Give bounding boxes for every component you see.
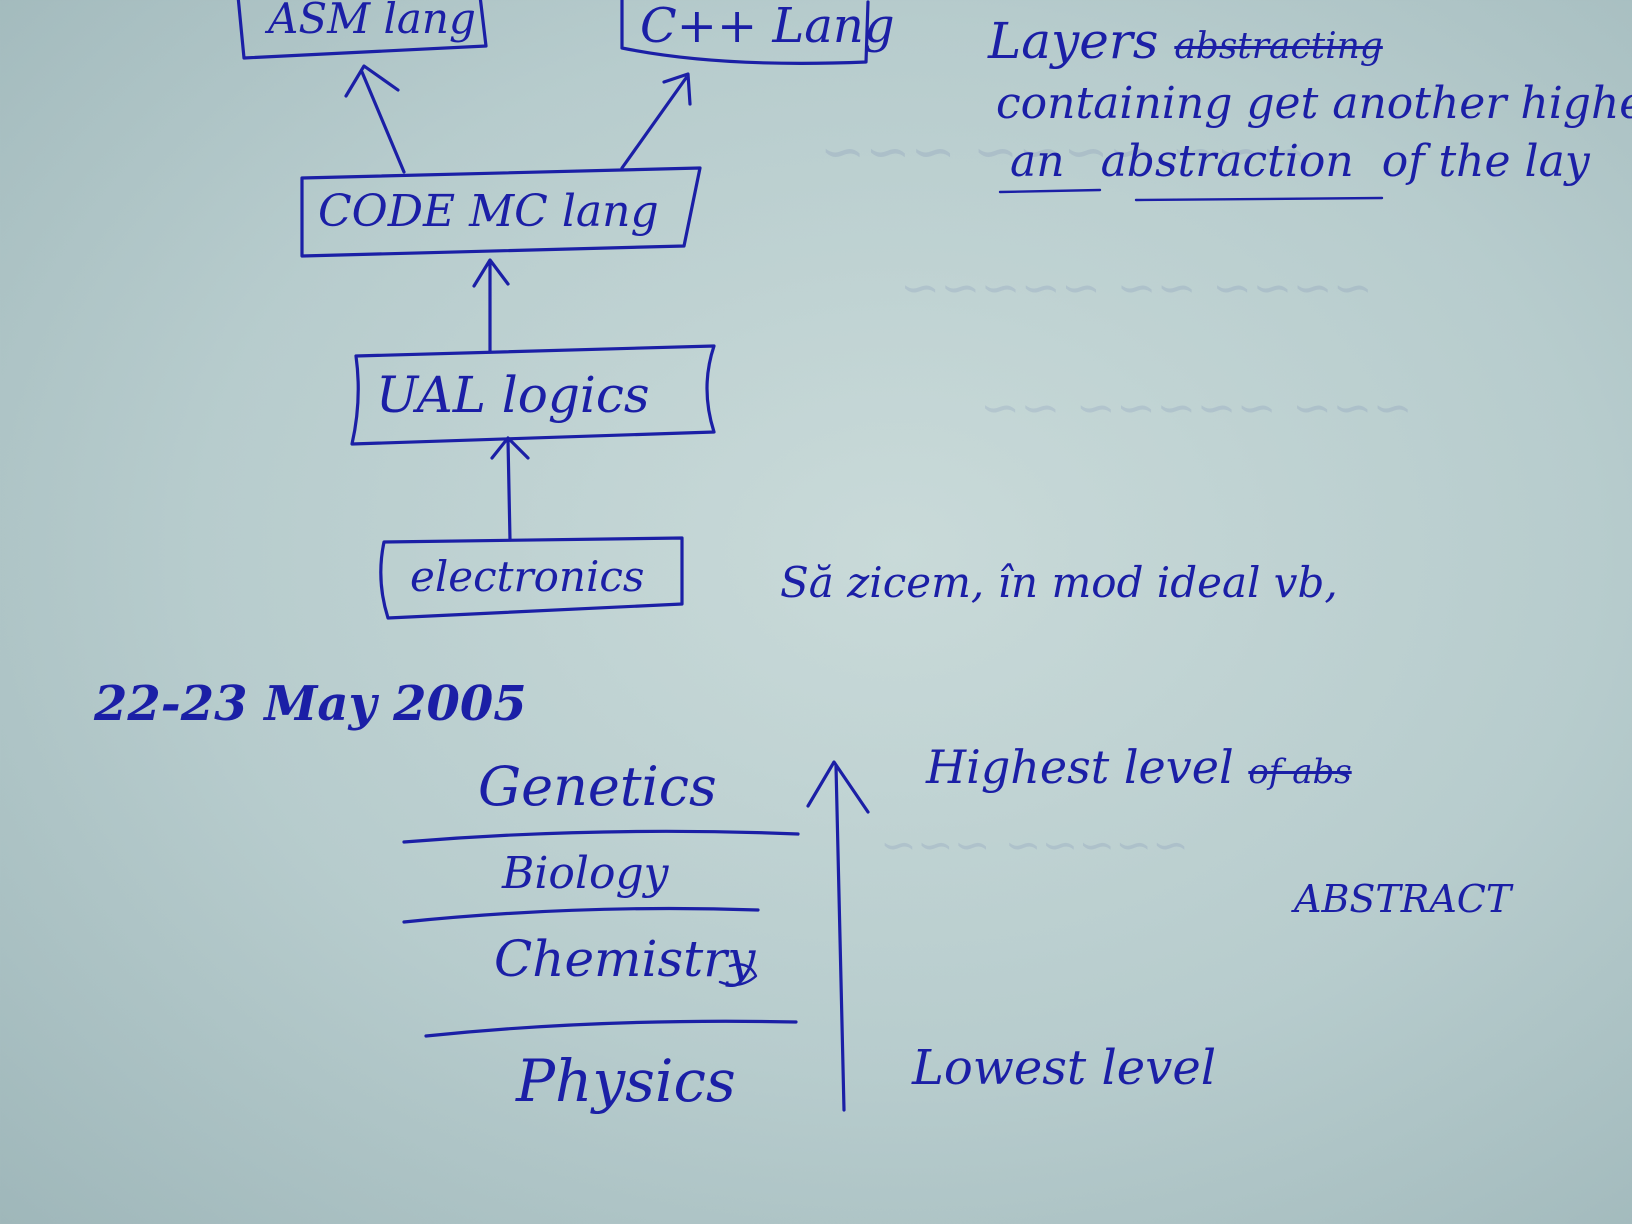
layer-biology: Biology	[502, 848, 669, 899]
notes-line2: containing get another higher	[996, 78, 1632, 129]
code-box	[300, 166, 702, 258]
arrow-code-to-cpp	[620, 72, 692, 170]
highest-level-text: Highest level	[926, 740, 1234, 794]
ual-box	[350, 344, 716, 446]
layer-chemistry: Chemistry	[494, 930, 756, 988]
abstract-label: ABSTRACT	[1294, 877, 1512, 921]
notes-layers-word: Layers	[988, 12, 1159, 70]
code-box-label: CODE MC lang	[318, 186, 659, 237]
abstraction-arrow	[806, 760, 870, 1112]
underline-abstraction	[1134, 196, 1384, 202]
notes-line1: Layers abstracting	[988, 16, 1383, 66]
highest-level-struck: of abs	[1248, 752, 1352, 792]
electronics-box	[379, 536, 684, 620]
asm-box	[236, 0, 488, 60]
divider-biology-chemistry	[402, 906, 760, 924]
notes-an: an	[1010, 136, 1065, 187]
highest-level-label: Highest level of abs	[926, 744, 1352, 790]
divider-chemistry-physics	[424, 1019, 798, 1038]
notes-line3: an abstraction of the lay	[1010, 140, 1590, 184]
side-note: Să zicem, în mod ideal vb,	[780, 558, 1338, 607]
chemistry-squiggle	[718, 963, 758, 987]
divider-genetics-biology	[402, 829, 800, 844]
cpp-box-label: C++ Lang	[640, 0, 895, 54]
arrow-electronics-to-ual	[490, 436, 530, 542]
electronics-box-label: electronics	[410, 552, 645, 601]
arrow-code-to-asm	[344, 64, 406, 174]
layer-physics: Physics	[516, 1047, 736, 1115]
underline-an	[998, 188, 1102, 194]
arrow-ual-to-code	[472, 258, 510, 354]
layer-genetics: Genetics	[478, 755, 717, 818]
lowest-level-label: Lowest level	[912, 1040, 1217, 1096]
notes-abstraction: abstraction	[1100, 136, 1354, 187]
cpp-box	[620, 0, 870, 65]
notes-rest: of the lay	[1381, 136, 1590, 187]
asm-box-label: ASM lang	[268, 0, 476, 43]
notes-struck-word: abstracting	[1174, 26, 1383, 67]
date-heading: 22-23 May 2005	[94, 676, 527, 732]
ual-box-label: UAL logics	[376, 366, 650, 424]
